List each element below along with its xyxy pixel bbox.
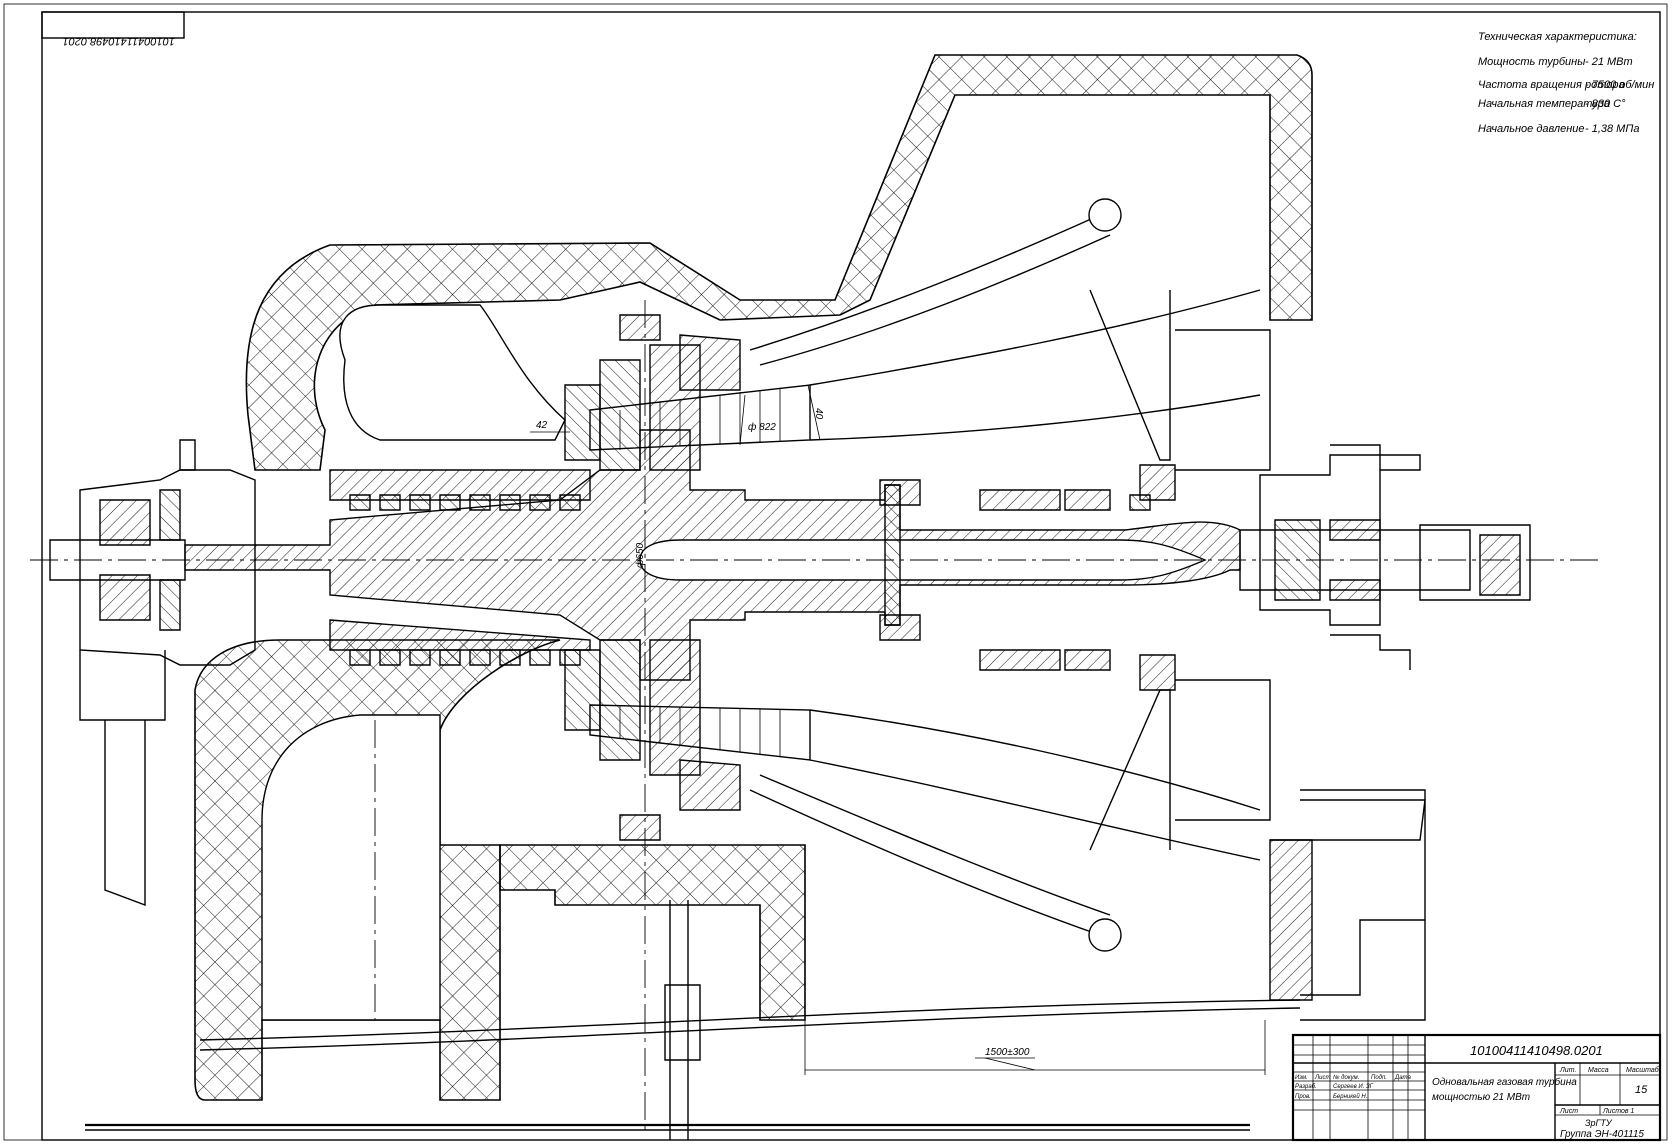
tech-spec: Техническая характеристика: Мощность тур… [1478, 31, 1654, 135]
spec-label-pressure: Начальное давление [1478, 123, 1585, 135]
svg-text:Лист: Лист [1314, 1075, 1330, 1081]
dimension-d822: ф 822 [739, 394, 776, 446]
foundation-line [199, 999, 1301, 1041]
foundation-line-2 [199, 1007, 1301, 1051]
dimension-span: 1500±300 [804, 1020, 1266, 1075]
mirror-code-text: 10100411410498.0201 [63, 35, 175, 47]
labyrinth-seals-upper [329, 469, 1151, 511]
svg-text:40: 40 [813, 408, 824, 420]
svg-text:Изм.: Изм. [1295, 1075, 1308, 1081]
dimension-42: 42 [530, 420, 570, 433]
turbine-stages-upper [564, 314, 811, 471]
svg-text:Подп.: Подп. [1371, 1075, 1387, 1081]
svg-text:Масса: Масса [1588, 1067, 1609, 1074]
exhaust-diffuser [749, 198, 1271, 952]
exhaust-housing [1269, 789, 1426, 1021]
spec-value-speed: - 7500 об/мин [1585, 79, 1654, 91]
dimension-d650: ф650 [634, 543, 646, 568]
scale-value: 15 [1635, 1084, 1648, 1096]
title-block-code: 10100411410498.0201 [1470, 1043, 1603, 1058]
spec-value-temp: - 830 С° [1585, 98, 1626, 110]
dimension-40: 40 [807, 384, 824, 441]
svg-text:1500±300: 1500±300 [985, 1047, 1030, 1058]
svg-text:Разраб.: Разраб. [1295, 1084, 1317, 1090]
svg-text:Масштаб: Масштаб [1626, 1066, 1660, 1074]
svg-text:42: 42 [536, 420, 548, 431]
right-bearing [1239, 444, 1531, 670]
svg-text:ЗрГТУ: ЗрГТУ [1585, 1118, 1613, 1128]
svg-text:ф650: ф650 [634, 543, 646, 568]
casing-upper [245, 54, 1313, 471]
svg-text:Листов 1: Листов 1 [1602, 1108, 1634, 1115]
svg-text:№ докум.: № докум. [1333, 1074, 1359, 1081]
labyrinth-seals-lower [329, 619, 1111, 671]
left-bearing [49, 439, 256, 907]
sheet-inner-frame [41, 11, 1661, 1141]
svg-text:Лит.: Лит. [1559, 1067, 1576, 1074]
svg-text:Берникей Н.: Берникей Н. [1333, 1093, 1367, 1100]
support-column [664, 900, 701, 1140]
turbine-stages-lower [564, 639, 811, 841]
svg-text:Дата: Дата [1394, 1075, 1411, 1081]
svg-text:Пров.: Пров. [1295, 1094, 1311, 1100]
svg-text:Группа ЭН-401115: Группа ЭН-401115 [1560, 1129, 1644, 1140]
svg-text:ф 822: ф 822 [748, 421, 776, 433]
spec-label-temp: Начальная температура [1478, 98, 1610, 110]
spec-value-power: - 21 МВт [1585, 56, 1633, 68]
casing-lower [194, 639, 806, 1101]
svg-text:Лист: Лист [1559, 1108, 1578, 1115]
mirror-code-box: 10100411410498.0201 [41, 11, 185, 47]
tech-spec-heading: Техническая характеристика: [1478, 31, 1637, 43]
title-line-1: Одновальная газовая турбина [1432, 1076, 1577, 1088]
title-block: 10100411410498.0201 Одновальная газовая … [1291, 1033, 1662, 1142]
spec-label-power: Мощность турбины [1478, 56, 1585, 68]
title-line-2: мощностью 21 МВт [1432, 1092, 1530, 1103]
spec-label-speed: Частота вращения ротора [1478, 79, 1625, 91]
spec-value-pressure: - 1,38 МПа [1585, 123, 1639, 135]
svg-text:Сергеев И. ЗГ: Сергеев И. ЗГ [1333, 1084, 1374, 1090]
